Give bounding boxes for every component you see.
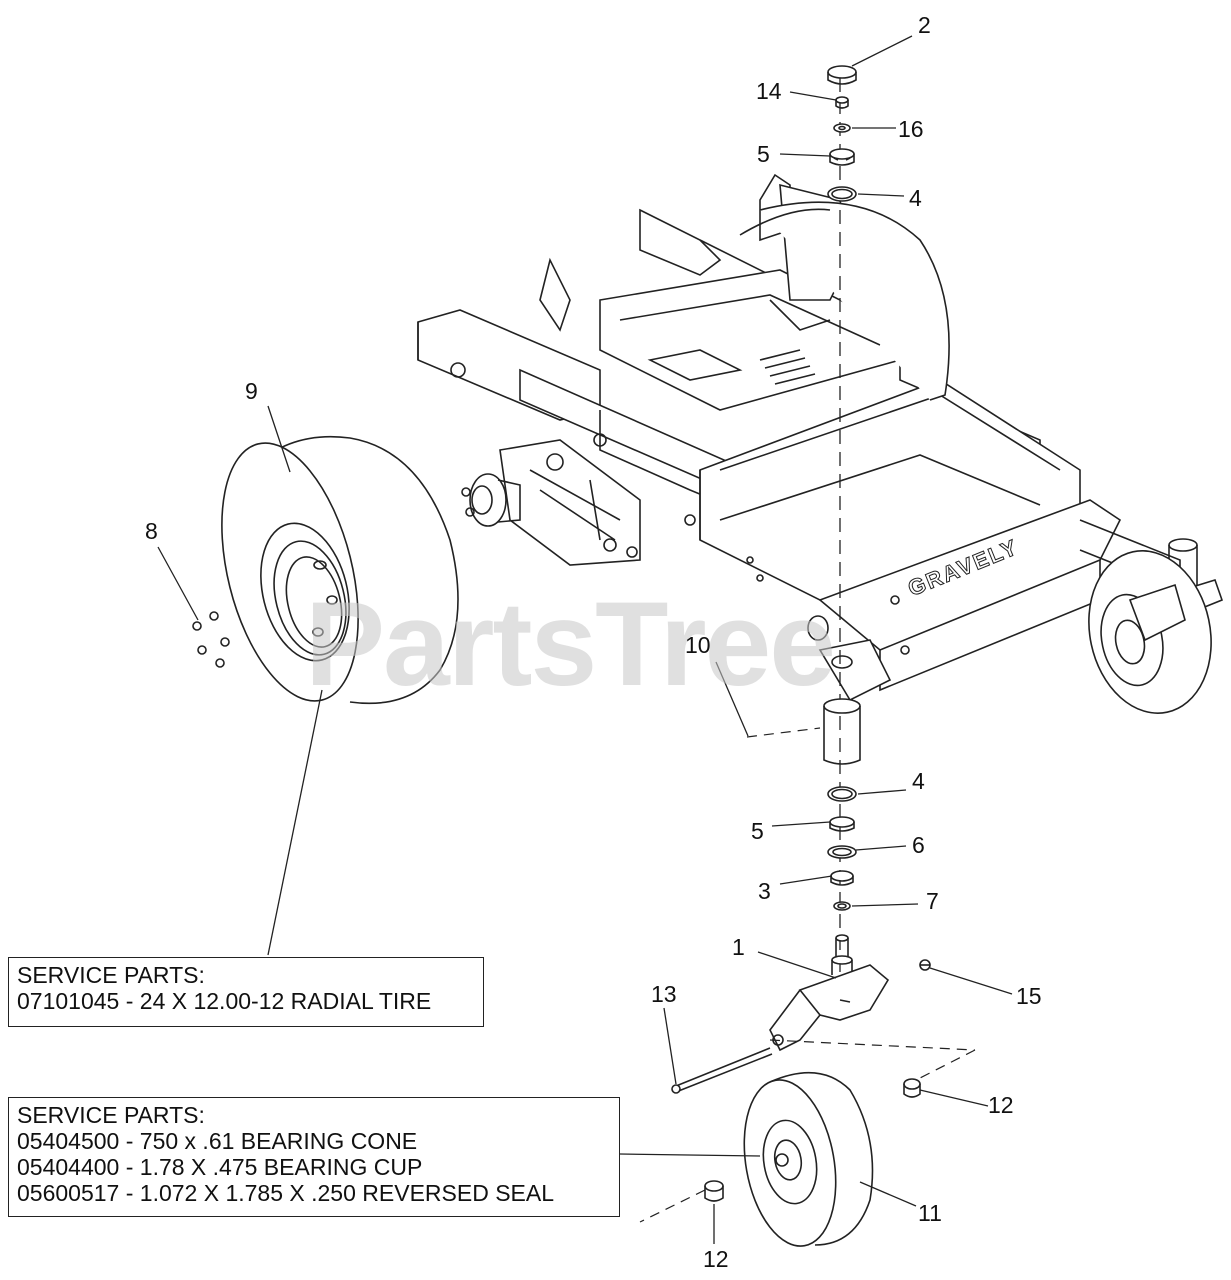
wheel-spacer-left [704,1180,724,1202]
callout-8: 8 [145,518,158,544]
service-part-line: 05600517 - 1.072 X 1.785 X .250 REVERSED… [17,1180,555,1206]
callout-15: 15 [1016,983,1042,1009]
callout-12-lower: 12 [703,1246,729,1272]
upper-bearing-stack [827,65,857,202]
axle-bolt [671,1047,773,1094]
lug-nuts [192,611,230,668]
leader-lines [157,35,1013,1244]
right-front-caster-wheel [1088,550,1212,714]
caster-spindle-tube [823,698,861,765]
rear-tire [221,435,459,705]
caster-fork [769,934,931,1052]
callout-2: 2 [918,12,931,38]
callout-10: 10 [685,632,711,658]
service-parts-tire-box: SERVICE PARTS: 07101045 - 24 X 12.00-12 … [8,957,484,1027]
watermark: PartsTree [305,577,836,711]
service-parts-caster-box: SERVICE PARTS: 05404500 - 750 x .61 BEAR… [8,1097,620,1217]
callout-5-lower: 5 [751,818,764,844]
callout-3: 3 [758,878,771,904]
callout-4-upper: 4 [909,185,922,211]
right-rear-tire [739,201,950,401]
service-part-line: 07101045 - 24 X 12.00-12 RADIAL TIRE [17,988,432,1014]
callout-4-lower: 4 [912,768,925,794]
callout-13: 13 [651,981,677,1007]
callout-14: 14 [756,78,782,104]
callout-7: 7 [926,888,939,914]
service-parts-heading: SERVICE PARTS: [17,1102,205,1128]
service-parts-heading: SERVICE PARTS: [17,962,205,988]
lower-bearing-stack [827,786,857,911]
caster-wheel [743,1071,874,1247]
callout-9: 9 [245,378,258,404]
callout-6: 6 [912,832,925,858]
callout-11: 11 [918,1200,942,1226]
callout-12-right: 12 [988,1092,1014,1118]
exploded-dash-lines [639,727,976,1223]
callout-16: 16 [898,116,924,142]
service-part-line: 05404500 - 750 x .61 BEARING CONE [17,1128,418,1154]
wheel-spacer-right [903,1078,921,1098]
callout-1: 1 [732,934,745,960]
service-part-line: 05404400 - 1.78 X .475 BEARING CUP [17,1154,423,1180]
callout-5-upper: 5 [757,141,770,167]
rear-transaxle [461,439,641,566]
